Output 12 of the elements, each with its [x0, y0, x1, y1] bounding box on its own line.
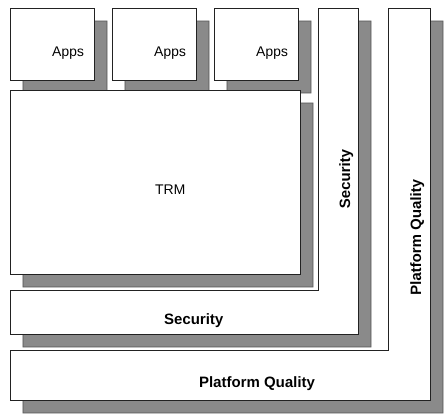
- l-shaped-layer-band: [10, 8, 444, 414]
- layer-label: TRM: [155, 182, 186, 196]
- layer-label: Apps: [52, 44, 84, 58]
- layer-label: Security: [164, 312, 224, 327]
- layer-label: Apps: [256, 44, 288, 58]
- app-box: [214, 8, 312, 94]
- l-shaped-layer-band: [10, 8, 372, 348]
- layer-label: Platform Quality: [409, 179, 424, 295]
- layer-label: Apps: [154, 44, 186, 58]
- layer-label: Security: [338, 149, 353, 208]
- trm-box: [10, 90, 314, 288]
- layer-label: Platform Quality: [199, 375, 315, 390]
